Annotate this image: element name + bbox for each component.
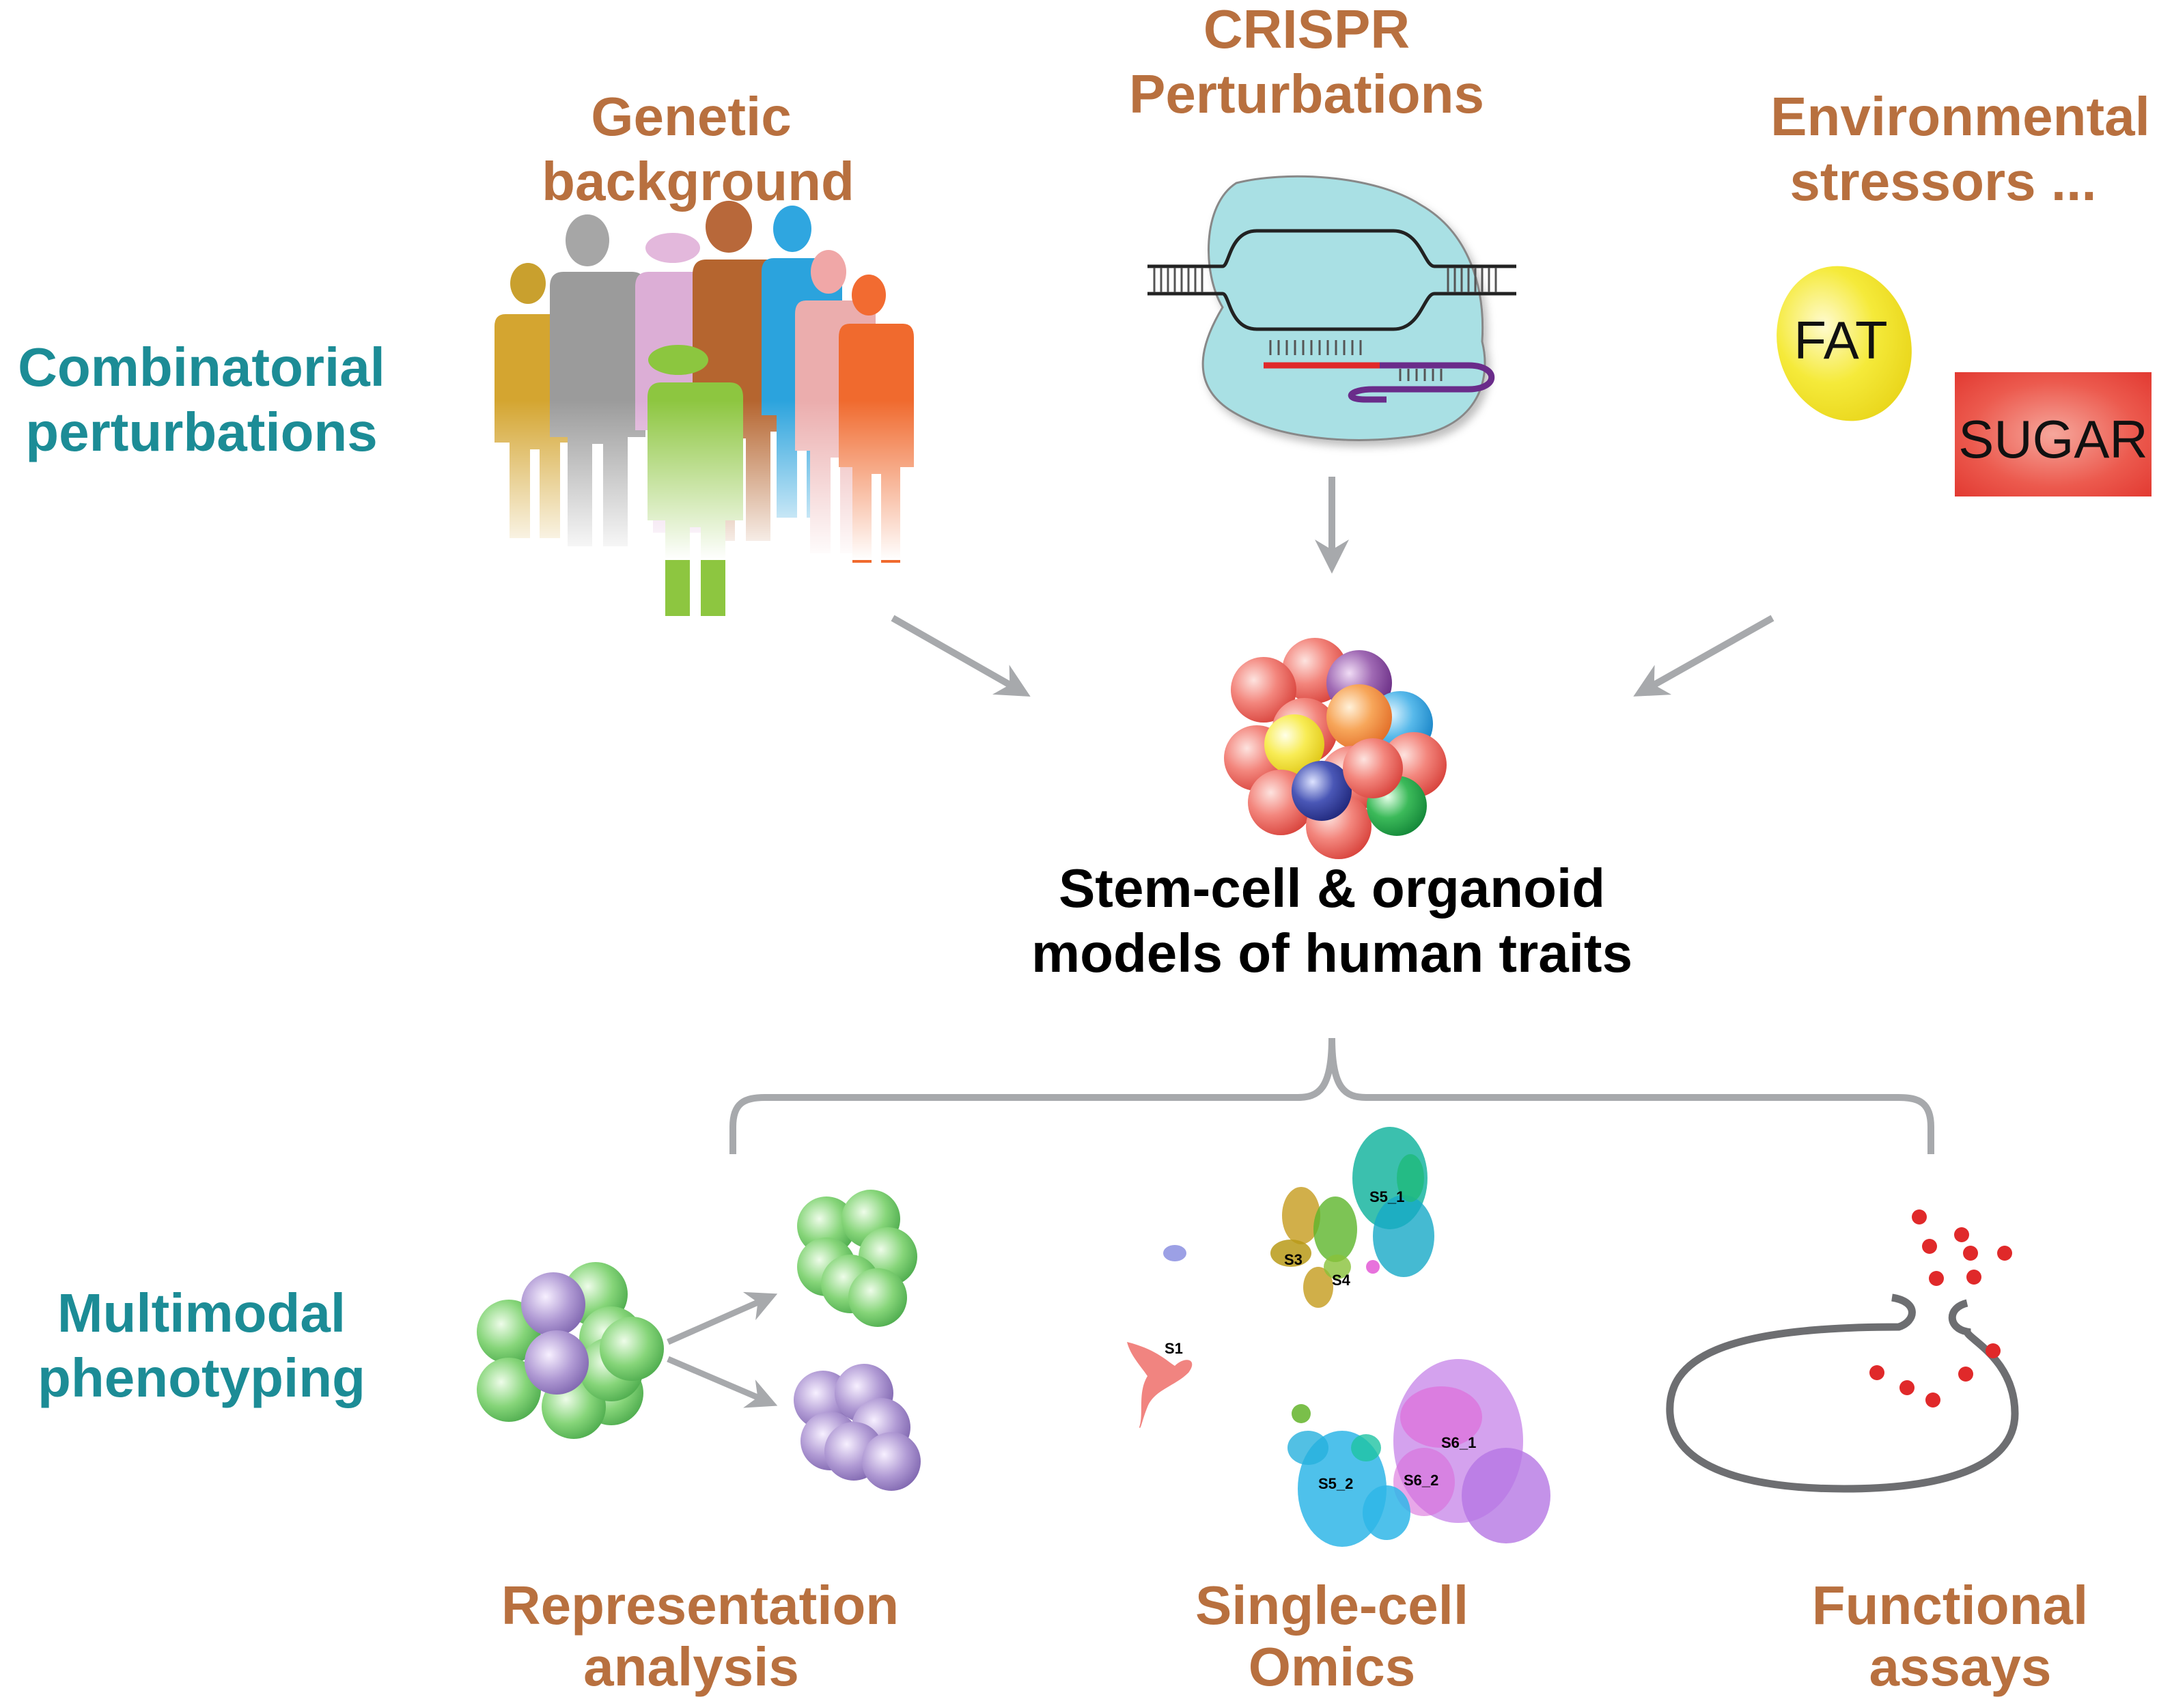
arrow-from-environmental [1633,615,1774,697]
single-cell-omics-label: Single-cell Omics [1195,1575,1468,1697]
genetic-background-label: Genetic background [542,86,854,212]
representation-analysis-label: Representation analysis [501,1575,899,1697]
functional-line-1: Functional [1812,1575,2088,1636]
combinatorial-line-1: Combinatorial [18,337,385,397]
combinatorial-perturbations-label: Combinatorial perturbations [18,337,385,462]
arrow-to-purple [667,1356,778,1408]
sugar-label: SUGAR [1958,409,2147,469]
dna-rungs-right [1447,268,1497,292]
fat-blob-icon: FAT [1777,266,1912,421]
cluster-label: S6_1 [1441,1434,1476,1451]
cluster-label: S6_2 [1404,1472,1438,1489]
input-arrows [891,477,1774,697]
cluster-label: S1 [1165,1340,1183,1357]
dna-rungs-left [1153,268,1203,292]
people-crowd-icon [478,201,929,616]
center-title: Stem-cell & organoid models of human tra… [1031,858,1632,983]
organoid-icon [1224,638,1447,859]
representation-line-1: Representation [501,1575,899,1636]
crispr-line-1: CRISPR [1203,0,1410,59]
combinatorial-line-2: perturbations [25,402,378,462]
center-line-1: Stem-cell & organoid [1059,858,1605,919]
crispr-perturbations-label: CRISPR Perturbations [1129,0,1484,124]
umap-scatter-icon [1127,1127,1550,1547]
crispr-line-2: Perturbations [1129,64,1484,124]
environmental-stressors-label: Environmental stressors ... [1770,86,2150,212]
multimodal-phenotyping-label: Multimodal phenotyping [38,1283,365,1408]
environmental-line-1: Environmental [1770,86,2150,147]
fat-label: FAT [1794,310,1887,370]
singlecell-line-2: Omics [1249,1636,1416,1697]
secreted-molecules [1869,1209,2012,1408]
multimodal-line-1: Multimodal [57,1283,346,1343]
center-line-2: models of human traits [1031,923,1632,983]
arrow-from-genetic [891,615,1031,697]
green-cluster-icon [797,1190,917,1327]
arrow-to-green [667,1291,778,1345]
split-arrows [667,1291,778,1408]
cluster-label: S4 [1332,1272,1351,1289]
representation-line-2: analysis [583,1636,799,1697]
cluster-label: S5_2 [1318,1475,1353,1492]
genetic-line-2: background [542,151,854,212]
cluster-label: S5_1 [1369,1188,1404,1205]
umap-cluster-labels: S5_1 S3 S4 S1 S6_1 S5_2 S6_2 [1165,1188,1476,1492]
environmental-line-2: stressors ... [1790,151,2096,212]
secreting-cell-icon [1666,1293,2019,1493]
sugar-block-icon: SUGAR [1955,372,2152,496]
guide-rungs [1269,340,1443,381]
multimodal-line-2: phenotyping [38,1347,365,1408]
functional-assays-label: Functional assays [1812,1575,2088,1697]
genetic-line-1: Genetic [591,86,791,147]
purple-cluster-icon [794,1364,921,1491]
bracket-connector [729,1037,1934,1154]
singlecell-line-1: Single-cell [1195,1575,1468,1636]
functional-line-2: assays [1869,1636,2052,1697]
cluster-label: S3 [1284,1251,1303,1268]
mixed-cluster-icon [477,1262,664,1439]
cas9-complex-icon [1147,175,1516,441]
